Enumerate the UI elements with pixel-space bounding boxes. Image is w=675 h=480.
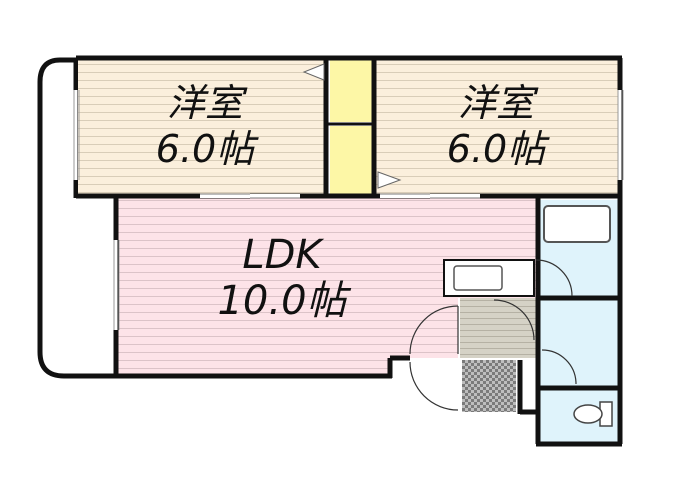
bathtub: [543, 205, 611, 243]
balcony-outline: [37, 57, 118, 379]
western-room-left-name: 洋室: [167, 81, 248, 125]
toilet-icon: [573, 401, 613, 427]
ldk-room: [118, 198, 536, 376]
ldk-room-name: LDK: [242, 232, 324, 278]
walls: [76, 55, 623, 447]
western-room-left-size: 6.0帖: [156, 127, 259, 171]
entrance-hall: [460, 298, 536, 358]
western-room-right: [376, 58, 620, 196]
closet-door-marks: [302, 63, 402, 189]
washroom: [540, 300, 618, 386]
closet-upper: [330, 60, 372, 122]
windows: [74, 90, 622, 330]
ldk-room-size: 10.0帖: [217, 278, 351, 324]
western-room-right-name: 洋室: [458, 81, 539, 125]
closet-lower: [330, 126, 372, 194]
entrance-floor: [462, 360, 516, 412]
swing-doors: [409, 259, 577, 411]
western-room-left: [78, 58, 326, 196]
sink: [453, 265, 503, 291]
western-room-right-size: 6.0帖: [447, 127, 550, 171]
